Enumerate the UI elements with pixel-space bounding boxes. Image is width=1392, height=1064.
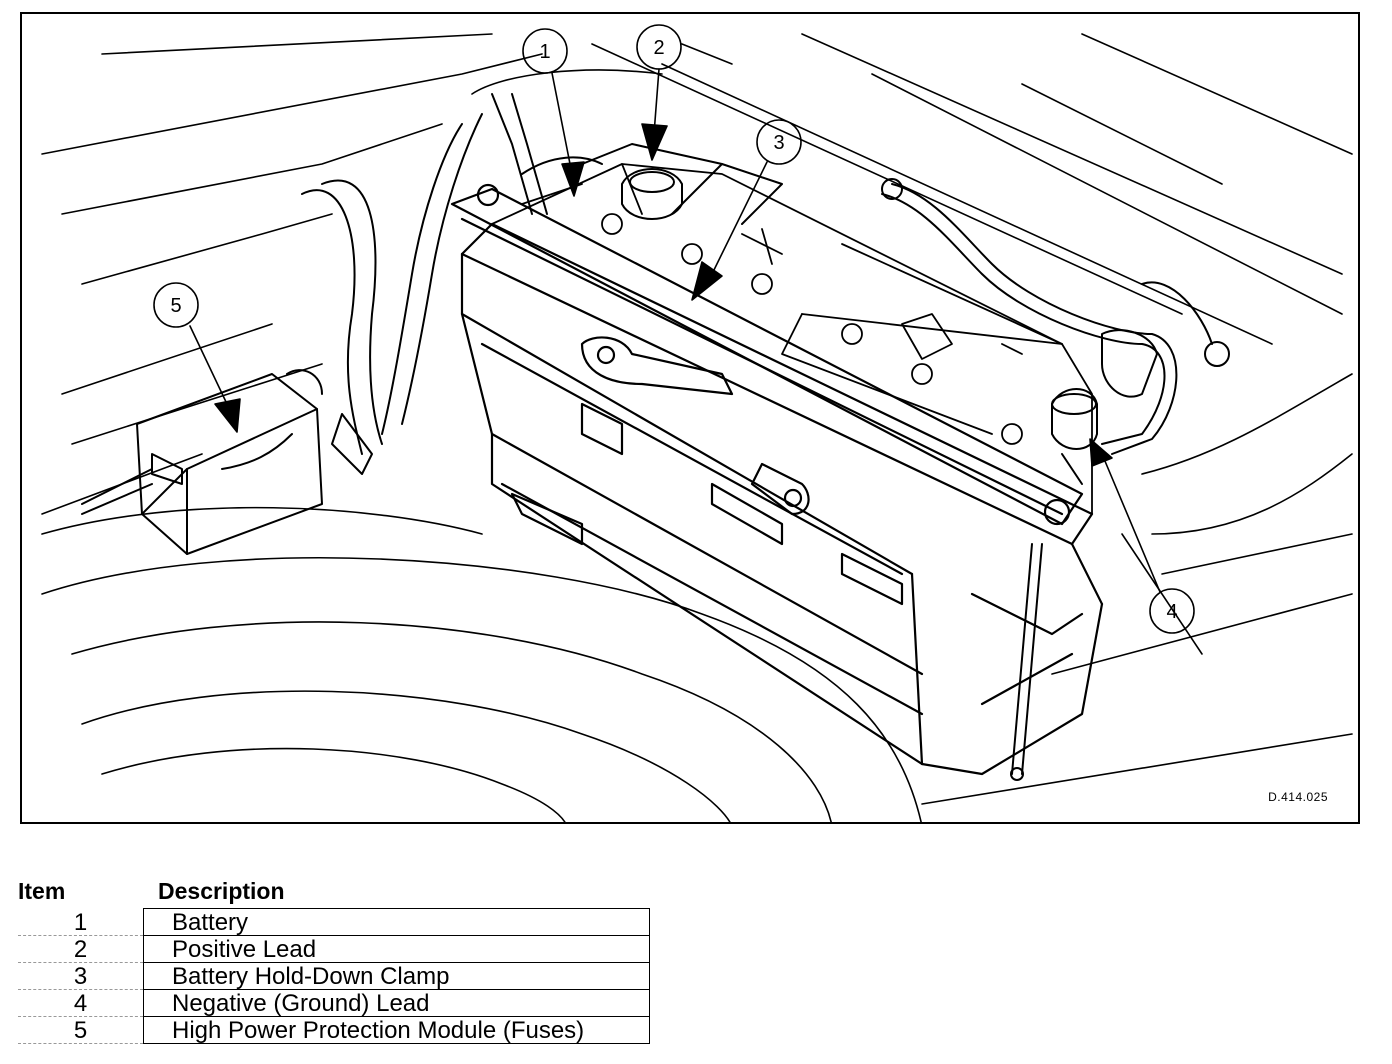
legend-row-item: 2 [18, 935, 144, 963]
legend-row: 4 Negative (Ground) Lead [18, 989, 650, 1017]
callout-3-label: 3 [773, 132, 784, 154]
callout-3-circle [756, 119, 802, 165]
callout-3-arrow [691, 261, 723, 301]
callout-4-circle [1149, 588, 1195, 634]
callout-5-arrow [214, 398, 241, 433]
legend-row: 3 Battery Hold-Down Clamp [18, 962, 650, 990]
callout-2-arrow [641, 123, 668, 161]
battery-top [491, 163, 1093, 515]
figure-reference-code: D.414.025 [1268, 790, 1328, 804]
legend-row: 1 Battery [18, 908, 650, 936]
callout-4-arrow [1089, 438, 1113, 467]
callouts: 1 2 3 4 5 [153, 24, 1195, 634]
callout-5-circle [153, 282, 199, 328]
positive-terminal [521, 143, 783, 225]
legend-header: Item Description [18, 878, 658, 908]
callout-2-label: 2 [653, 37, 664, 59]
spare-wheel-well [41, 506, 922, 822]
callout-1-label: 1 [539, 41, 550, 63]
legend-header-item: Item [18, 878, 66, 904]
trunk-body-lines [41, 33, 1353, 805]
hppm-module [81, 369, 323, 555]
callout-5-label: 5 [170, 295, 181, 317]
figure-frame: 1 2 3 4 5 D.414.025 [20, 12, 1360, 824]
legend-row-description: High Power Protection Module (Fuses) [143, 1016, 650, 1044]
legend-row-description: Battery Hold-Down Clamp [143, 962, 650, 990]
negative-lead [881, 178, 1230, 781]
hold-down-clamp [450, 183, 1084, 526]
legend-row-item: 5 [18, 1016, 144, 1044]
legend-row-item: 4 [18, 989, 144, 1017]
legend-row-item: 3 [18, 962, 144, 990]
callout-1-arrow [561, 161, 585, 197]
battery-compartment-illustration: 1 2 3 4 5 [41, 24, 1353, 822]
legend-row-description: Positive Lead [143, 935, 650, 963]
legend-table: 1 Battery 2 Positive Lead 3 Battery Hold… [18, 908, 650, 1044]
callout-4-label: 4 [1166, 601, 1177, 623]
wiring-harness [221, 93, 548, 475]
legend-row: 2 Positive Lead [18, 935, 650, 963]
callout-1-circle [522, 28, 568, 74]
battery-body [460, 222, 1104, 776]
legend-row-item: 1 [18, 908, 144, 936]
legend-row-description: Battery [143, 908, 650, 936]
legend: Item Description 1 Battery 2 Positive Le… [18, 878, 658, 1044]
legend-row-description: Negative (Ground) Lead [143, 989, 650, 1017]
legend-row: 5 High Power Protection Module (Fuses) [18, 1016, 650, 1044]
legend-header-description: Description [158, 878, 285, 904]
